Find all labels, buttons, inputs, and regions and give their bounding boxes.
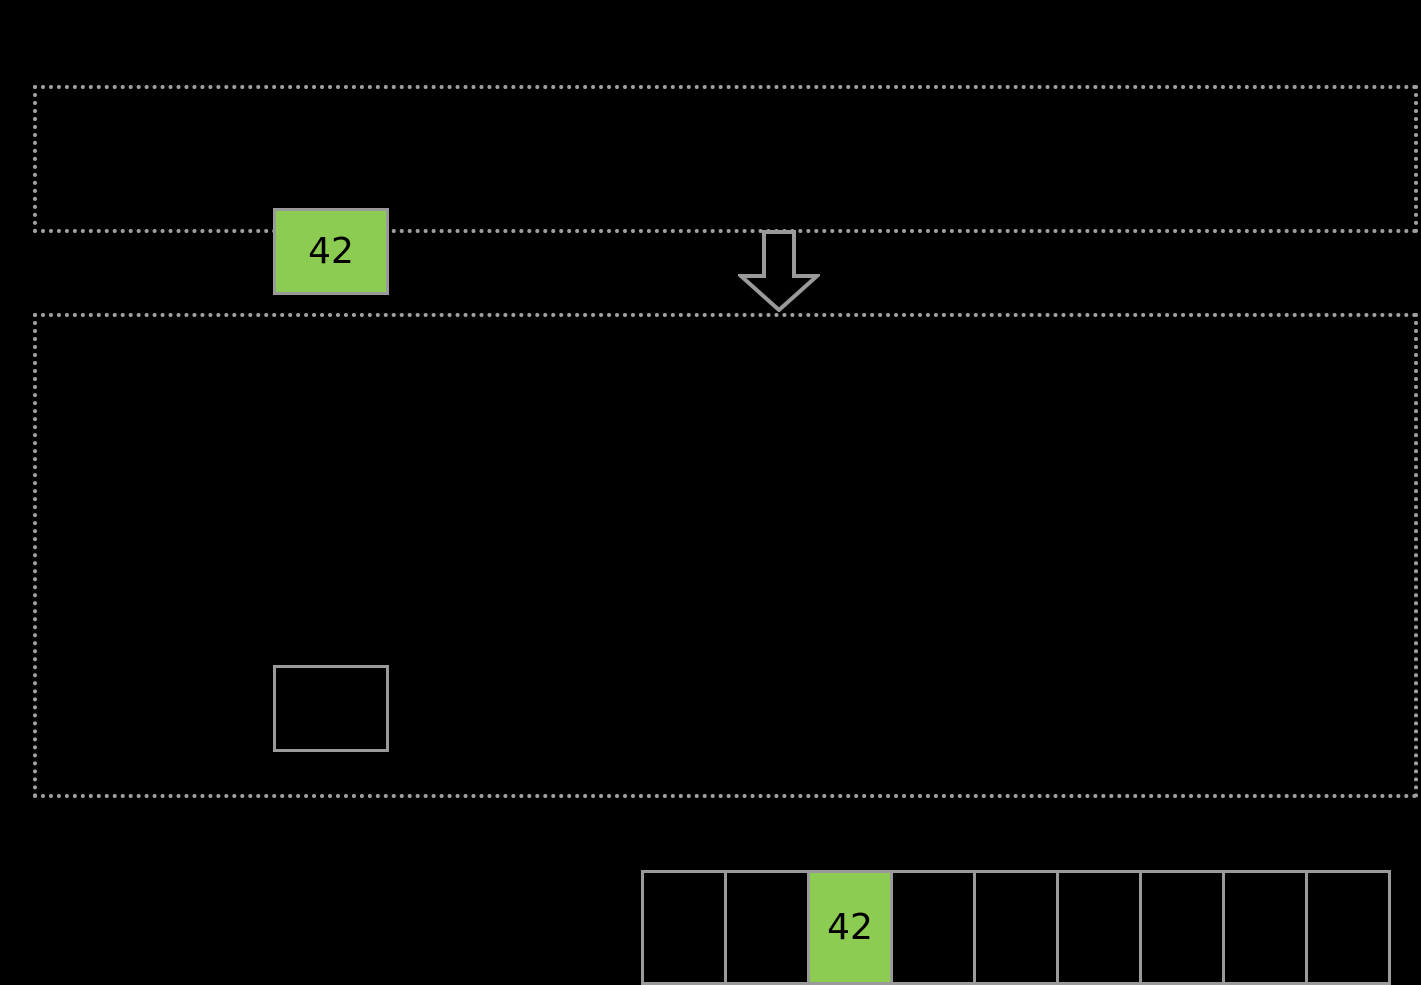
- array-cell[interactable]: [724, 870, 810, 985]
- array-row: 42: [641, 870, 1391, 985]
- array-cell[interactable]: [1056, 870, 1142, 985]
- array-cell[interactable]: 42: [807, 870, 893, 985]
- array-cell[interactable]: [890, 870, 976, 985]
- before-state-panel: 42: [33, 85, 1418, 295]
- array-cell[interactable]: [641, 870, 727, 985]
- after-state-panel: 42: [33, 313, 1418, 985]
- source-value-label: 42: [308, 230, 354, 272]
- source-value-box[interactable]: 42: [273, 208, 389, 295]
- array-cell-value: 42: [827, 906, 873, 948]
- array-cell[interactable]: [973, 870, 1059, 985]
- animation-stage: 42 42: [33, 85, 1418, 985]
- array-cell[interactable]: [1305, 870, 1391, 985]
- downward-block-arrow-icon: [738, 230, 820, 312]
- array-cell[interactable]: [1139, 870, 1225, 985]
- array-cell[interactable]: [1222, 870, 1308, 985]
- cleared-value-box[interactable]: [273, 665, 389, 752]
